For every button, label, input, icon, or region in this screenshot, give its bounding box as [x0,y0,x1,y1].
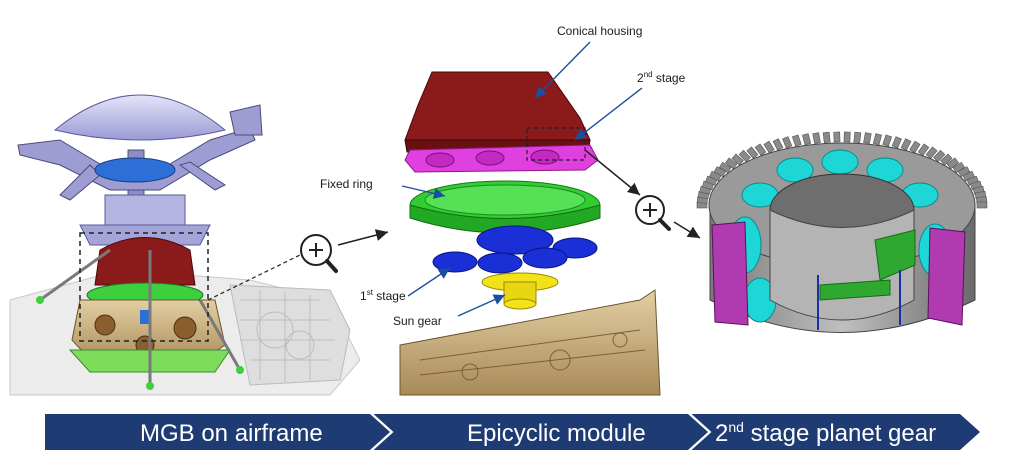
label-conical-housing: Conical housing [557,24,642,38]
zoom-in-icon [635,195,671,231]
banner-segment-airframe [45,414,390,450]
gear-tooth [933,149,946,163]
caption-airframe: MGB on airframe [140,420,323,447]
gear-tooth [909,140,921,154]
gear-tooth [917,143,930,156]
planet-gear-illustration [696,131,988,333]
gear-tooth [940,153,953,166]
gear-tooth [754,143,767,156]
gear-tooth [731,153,744,166]
gear-tooth [833,131,841,143]
gear-tooth [900,138,912,151]
gear-tooth [872,133,882,146]
airframe-illustration [9,94,361,396]
gear-tooth [782,136,793,149]
label-second-stage: 2nd stage [637,70,686,85]
gear-tooth [822,131,831,144]
label-first-stage: 1st stage [360,288,406,303]
zoom-arrow [673,221,701,239]
gear-tooth [746,146,759,159]
gear-tooth [713,166,727,178]
leader-lines [401,41,643,317]
gear-tooth [802,133,812,146]
gear-tooth [925,146,938,159]
sun-gear-part [481,272,559,310]
gear-tooth [812,132,821,144]
gear-tooth [843,131,851,143]
zoom-arrow [337,229,389,246]
caption-planet: 2nd stage planet gear [715,419,936,447]
lower-casing-part [399,289,661,396]
zoom-region-frame [79,232,209,342]
gear-tooth [853,131,862,144]
gear-tooth [791,134,802,147]
gear-tooth [976,201,988,209]
label-sun-gear: Sun gear [393,314,442,328]
zoom-in-icon [300,234,338,273]
first-stage-part [432,225,598,274]
gear-tooth [724,157,738,170]
gear-tooth [738,149,751,163]
caption-banner: MGB on airframe Epicyclic module 2nd sta… [45,413,980,451]
gear-tooth [772,138,784,151]
banner-segment-epicyclic [372,414,708,450]
caption-epicyclic: Epicyclic module [467,420,646,447]
banner-segment-planet [690,414,980,450]
conical-housing-part [404,71,591,141]
label-fixed-ring: Fixed ring [320,177,373,191]
gear-tooth [718,161,732,174]
gear-tooth [863,132,872,144]
gear-tooth [891,136,902,149]
gear-tooth [946,157,960,170]
gear-tooth [763,140,775,154]
epicyclic-illustration [399,71,661,396]
gear-tooth [882,134,893,147]
